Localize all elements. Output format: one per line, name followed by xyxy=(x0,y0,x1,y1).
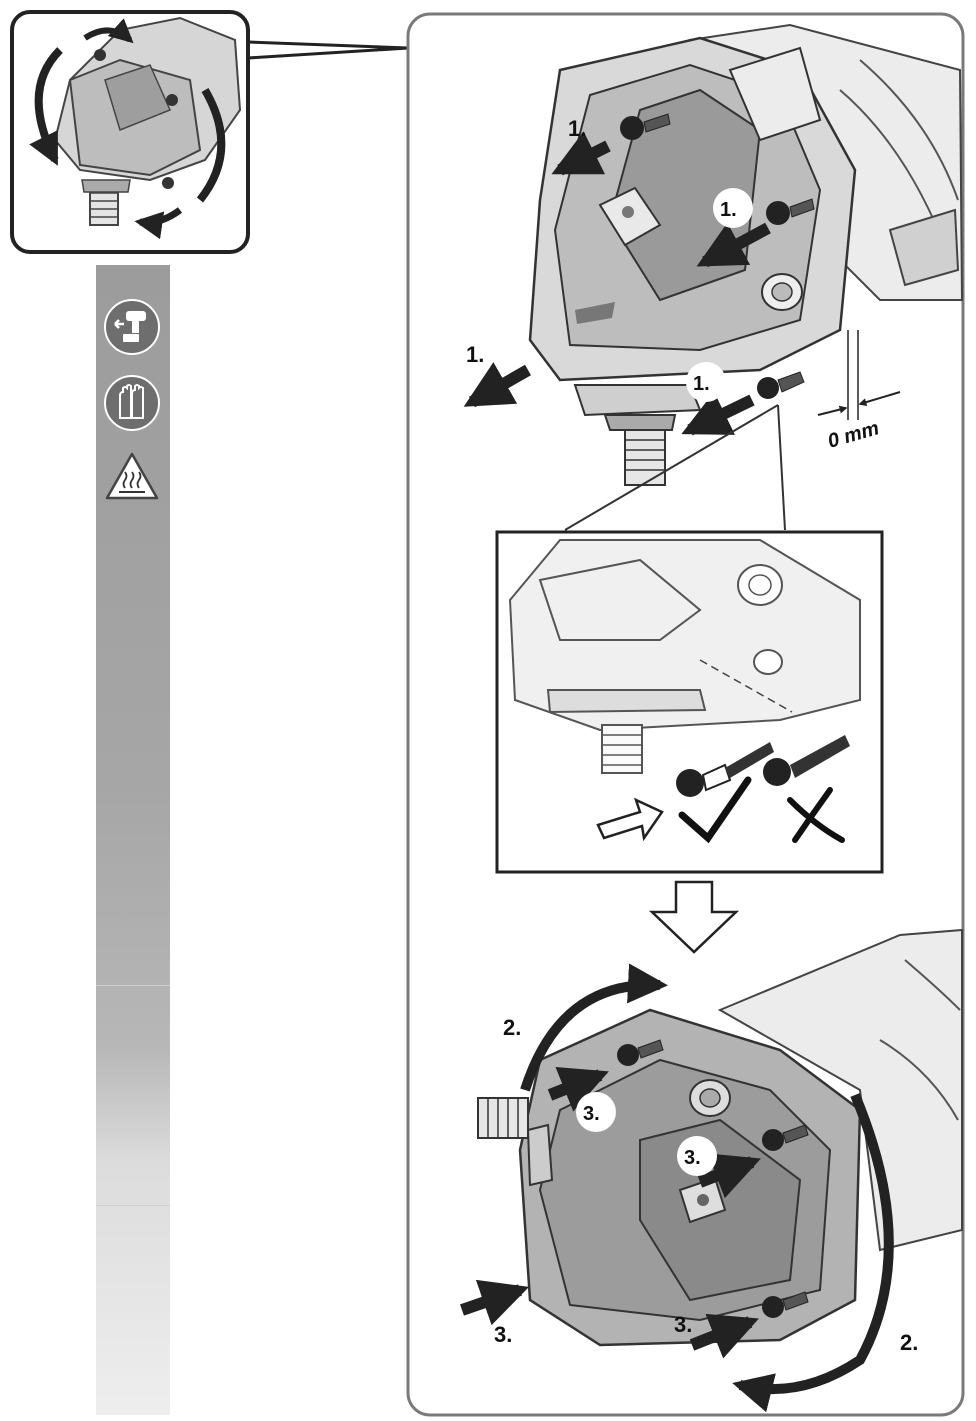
checkmark-icon xyxy=(678,776,752,844)
screw xyxy=(762,1124,809,1151)
screw xyxy=(762,1291,809,1318)
thumbnail-frame xyxy=(10,10,409,254)
step-3-label: 3. xyxy=(674,1312,692,1337)
screw xyxy=(766,198,815,225)
screw xyxy=(620,113,671,140)
step-3-label: 3. xyxy=(684,1147,701,1169)
step-3-label: 3. xyxy=(494,1322,512,1347)
step-1-label: 1. xyxy=(466,342,484,367)
cross-icon xyxy=(787,787,845,843)
step-label-bg xyxy=(576,1092,616,1132)
step-2-label: 2. xyxy=(900,1330,918,1355)
grinder-bottom-view xyxy=(460,928,963,1413)
detail-leader-line xyxy=(564,404,779,531)
hot-surface-warning-icon xyxy=(103,448,161,506)
push-arrow-icon xyxy=(596,797,664,842)
screw-detail-box xyxy=(495,530,884,874)
step-1-label: 1. xyxy=(720,199,737,221)
step-label-bg xyxy=(677,1136,717,1176)
grinder-top-view xyxy=(463,23,964,486)
sidebar-divider xyxy=(96,1205,170,1206)
step-1-label: 1. xyxy=(568,116,586,141)
step-label-bg xyxy=(713,188,753,228)
wrong-screw xyxy=(763,735,850,786)
step-label-bg xyxy=(686,362,726,402)
screw xyxy=(757,371,805,399)
step-2-label: 2. xyxy=(503,1015,521,1040)
correct-screw xyxy=(676,742,774,797)
down-arrow-icon xyxy=(648,880,740,954)
protective-gloves-icon xyxy=(103,374,161,432)
detail-leader-line xyxy=(777,404,786,531)
drill-battery-remove-icon xyxy=(103,298,161,356)
sidebar-divider xyxy=(96,985,170,986)
step-1-label: 1. xyxy=(693,373,710,395)
step-3-label: 3. xyxy=(583,1103,600,1125)
screw xyxy=(617,1039,664,1066)
